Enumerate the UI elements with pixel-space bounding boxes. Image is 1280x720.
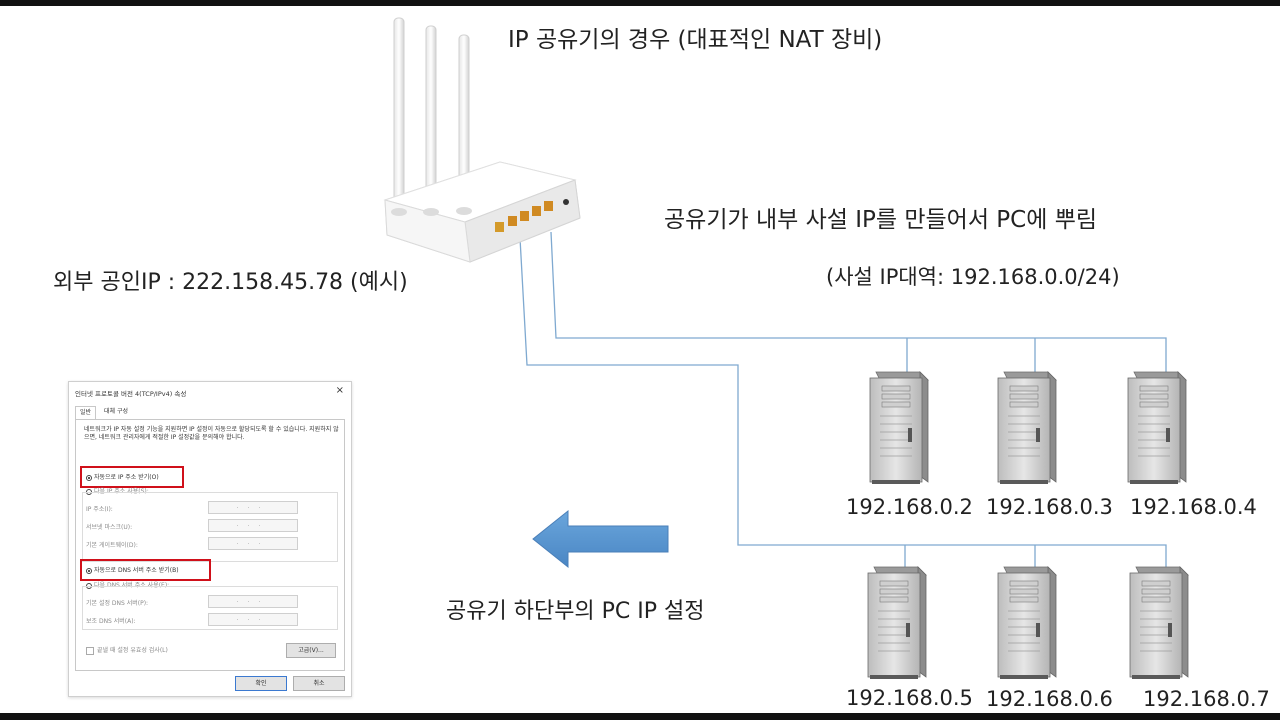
preferred-dns-label: 기본 설정 DNS 서버(P): [86, 600, 149, 607]
server-label: 192.168.0.4 [1130, 495, 1257, 519]
server-label: 192.168.0.2 [846, 495, 973, 519]
dialog-title: 인터넷 프로토콜 버전 4(TCP/IPv4) 속성 [75, 390, 187, 398]
subnet-mask-field[interactable]: ... [208, 519, 298, 532]
router-icon [383, 17, 581, 263]
server-label: 192.168.0.3 [986, 495, 1113, 519]
alternate-dns-field[interactable]: ... [208, 613, 298, 626]
validate-on-exit-label: 끝낼 때 설정 유효성 검사(L) [97, 647, 168, 654]
general-panel: 네트워크가 IP 자동 설정 기능을 지원하면 IP 설정이 자동으로 할당되도… [75, 419, 345, 671]
cable-upper [550, 231, 1167, 372]
server-icon [997, 566, 1057, 679]
ipv4-properties-dialog: 인터넷 프로토콜 버전 4(TCP/IPv4) 속성 × 일반 대체 구성 네트… [68, 381, 352, 697]
bottom-border [0, 713, 1280, 720]
external-ip-text: 외부 공인IP : 222.158.45.78 (예시) [53, 270, 408, 295]
gateway-field[interactable]: ... [208, 537, 298, 550]
highlight-box-ip [80, 466, 184, 488]
manual-dns-group [82, 586, 338, 630]
server-label: 192.168.0.5 [846, 686, 973, 710]
network-lines [519, 231, 1167, 567]
diagram-title: IP 공유기의 경우 (대표적인 NAT 장비) [508, 27, 883, 53]
radio-auto-ip-label: 자동으로 IP 주소 받기(O) [94, 474, 159, 481]
radio-auto-ip[interactable]: 자동으로 IP 주소 받기(O) [86, 472, 159, 481]
ip-address-label: IP 주소(I): [86, 506, 113, 513]
radio-unselected-icon [86, 582, 92, 589]
highlight-box-dns [80, 559, 211, 581]
router-note: 공유기가 내부 사설 IP를 만들어서 PC에 뿌림 [664, 207, 1098, 233]
radio-manual-dns-label: 다음 DNS 서버 주소 사용(E): [94, 582, 170, 589]
gateway-label: 기본 게이트웨이(D): [86, 542, 138, 549]
private-range-text: (사설 IP대역: 192.168.0.0/24) [826, 265, 1120, 289]
radio-manual-ip-label: 다음 IP 주소 사용(S): [94, 488, 149, 495]
server-icon [867, 566, 927, 679]
advanced-button[interactable]: 고급(V)... [286, 643, 336, 658]
dialog-description: 네트워크가 IP 자동 설정 기능을 지원하면 IP 설정이 자동으로 할당되도… [84, 426, 339, 441]
radio-manual-ip[interactable]: 다음 IP 주소 사용(S): [86, 486, 149, 495]
alternate-dns-label: 보조 DNS 서버(A): [86, 618, 136, 625]
checkbox-icon [86, 646, 94, 655]
ip-address-field[interactable]: ... [208, 501, 298, 514]
cancel-button[interactable]: 취소 [293, 676, 345, 691]
server-label: 192.168.0.6 [986, 687, 1113, 711]
subnet-mask-label: 서브넷 마스크(U): [86, 524, 133, 531]
ok-button[interactable]: 확인 [235, 676, 287, 691]
tab-general[interactable]: 일반 [75, 406, 97, 419]
radio-auto-dns[interactable]: 자동으로 DNS 서버 주소 받기(B) [86, 565, 179, 574]
radio-manual-dns[interactable]: 다음 DNS 서버 주소 사용(E): [86, 580, 169, 589]
radio-auto-dns-label: 자동으로 DNS 서버 주소 받기(B) [94, 567, 179, 574]
preferred-dns-field[interactable]: ... [208, 595, 298, 608]
radio-selected-icon [86, 474, 92, 481]
radio-unselected-icon [86, 488, 92, 495]
server-icon [869, 371, 929, 484]
close-icon[interactable]: × [335, 385, 344, 396]
top-border [0, 0, 1280, 6]
server-icon [997, 371, 1057, 484]
tab-alternate-config[interactable]: 대체 구성 [104, 408, 128, 415]
server-icon [1129, 566, 1189, 679]
cable-lower [519, 237, 1167, 567]
server-icon [1127, 371, 1187, 484]
pc-settings-caption: 공유기 하단부의 PC IP 설정 [446, 599, 705, 624]
radio-selected-icon [86, 567, 92, 574]
left-arrow-icon [532, 509, 669, 569]
validate-on-exit-checkbox[interactable]: 끝낼 때 설정 유효성 검사(L) [86, 645, 168, 655]
server-label: 192.168.0.7 [1143, 687, 1270, 711]
